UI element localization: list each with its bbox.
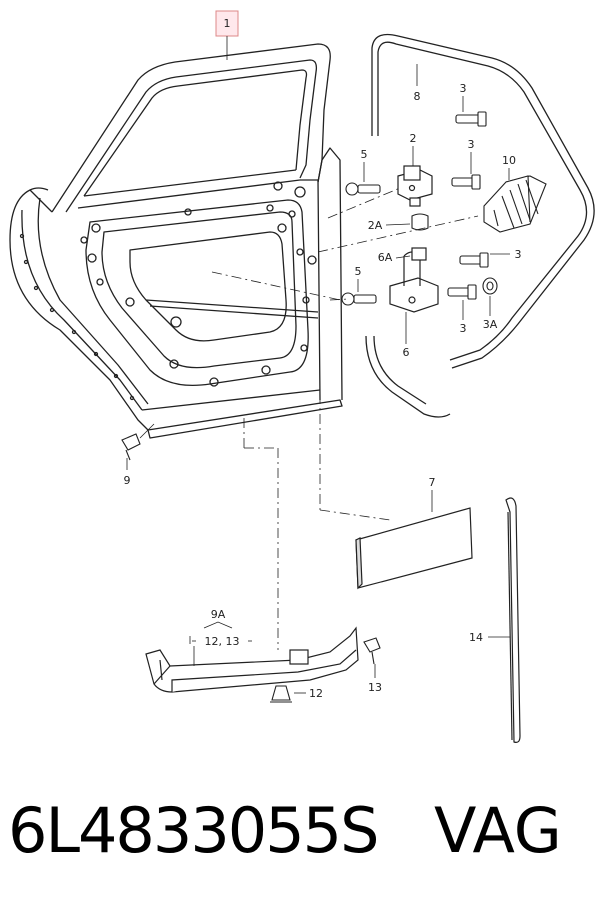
callout-2A-label: 2A [368,219,383,232]
callout-9A: 9A 12, 13 [189,608,252,666]
sound-pad [355,507,473,590]
callout-13-label: 13 [368,681,382,694]
part-number: 6L4833055S [8,794,379,867]
clip-13 [363,637,381,665]
callout-2A: 2A [368,219,411,232]
callout-12: 12 [294,687,323,700]
bolt-3-top [455,111,487,127]
callout-2-label: 2 [410,132,417,145]
bushing-2A [411,213,429,231]
window-seal [365,33,595,418]
bolt-5-upper [345,182,381,196]
callout-7-label: 7 [429,476,436,489]
callout-14: 14 [469,631,510,644]
callout-3d: 3 [460,300,467,335]
callout-9A-label: 9A [211,608,226,621]
door-check [483,175,547,233]
callout-13: 13 [368,664,382,694]
brand-name: VAG [434,794,562,867]
callout-3A: 3A [483,296,498,331]
callout-14-label: 14 [469,631,483,644]
callout-10: 10 [502,154,516,180]
bolt-3-lower [447,284,477,300]
lower-hinge [389,247,439,313]
callout-12-label: 12 [309,687,323,700]
bolt-3-right [459,252,489,268]
clip-9 [121,433,141,461]
bolt-3-mid [451,174,481,190]
callout-7: 7 [429,476,436,512]
edge-strip [505,497,521,743]
callout-10-label: 10 [502,154,516,167]
callout-3c: 3 [490,248,522,261]
callout-5b-label: 5 [355,265,362,278]
door-shell [9,43,343,439]
callout-3c-label: 3 [515,248,522,261]
callout-6A: 6A [378,251,411,264]
callout-9-label: 9 [124,474,131,487]
callout-1-label: 1 [224,17,231,30]
callout-3b-label: 3 [468,138,475,151]
upper-hinge [397,165,433,207]
callout-3a-label: 3 [460,82,467,95]
bolt-5-lower [341,292,377,306]
clip-12 [270,685,292,703]
callout-3d-label: 3 [460,322,467,335]
callout-6A-label: 6A [378,251,393,264]
callout-6: 6 [403,312,410,359]
callout-3b: 3 [468,138,475,174]
callout-5a: 5 [361,148,368,182]
callout-8: 8 [414,64,421,103]
callout-8-label: 8 [414,90,421,103]
leader-lines [211,187,479,650]
callout-6-label: 6 [403,346,410,359]
callout-5a-label: 5 [361,148,368,161]
callout-9A-sub-label: 12, 13 [205,635,240,648]
callout-9: 9 [124,423,155,487]
callout-5b: 5 [355,265,362,292]
washer-3A [482,277,498,295]
sill-moulding [145,626,359,693]
callout-1: 1 [215,10,239,60]
callout-2: 2 [410,132,417,166]
callout-3a: 3 [460,82,467,112]
callout-3A-label: 3A [483,318,498,331]
